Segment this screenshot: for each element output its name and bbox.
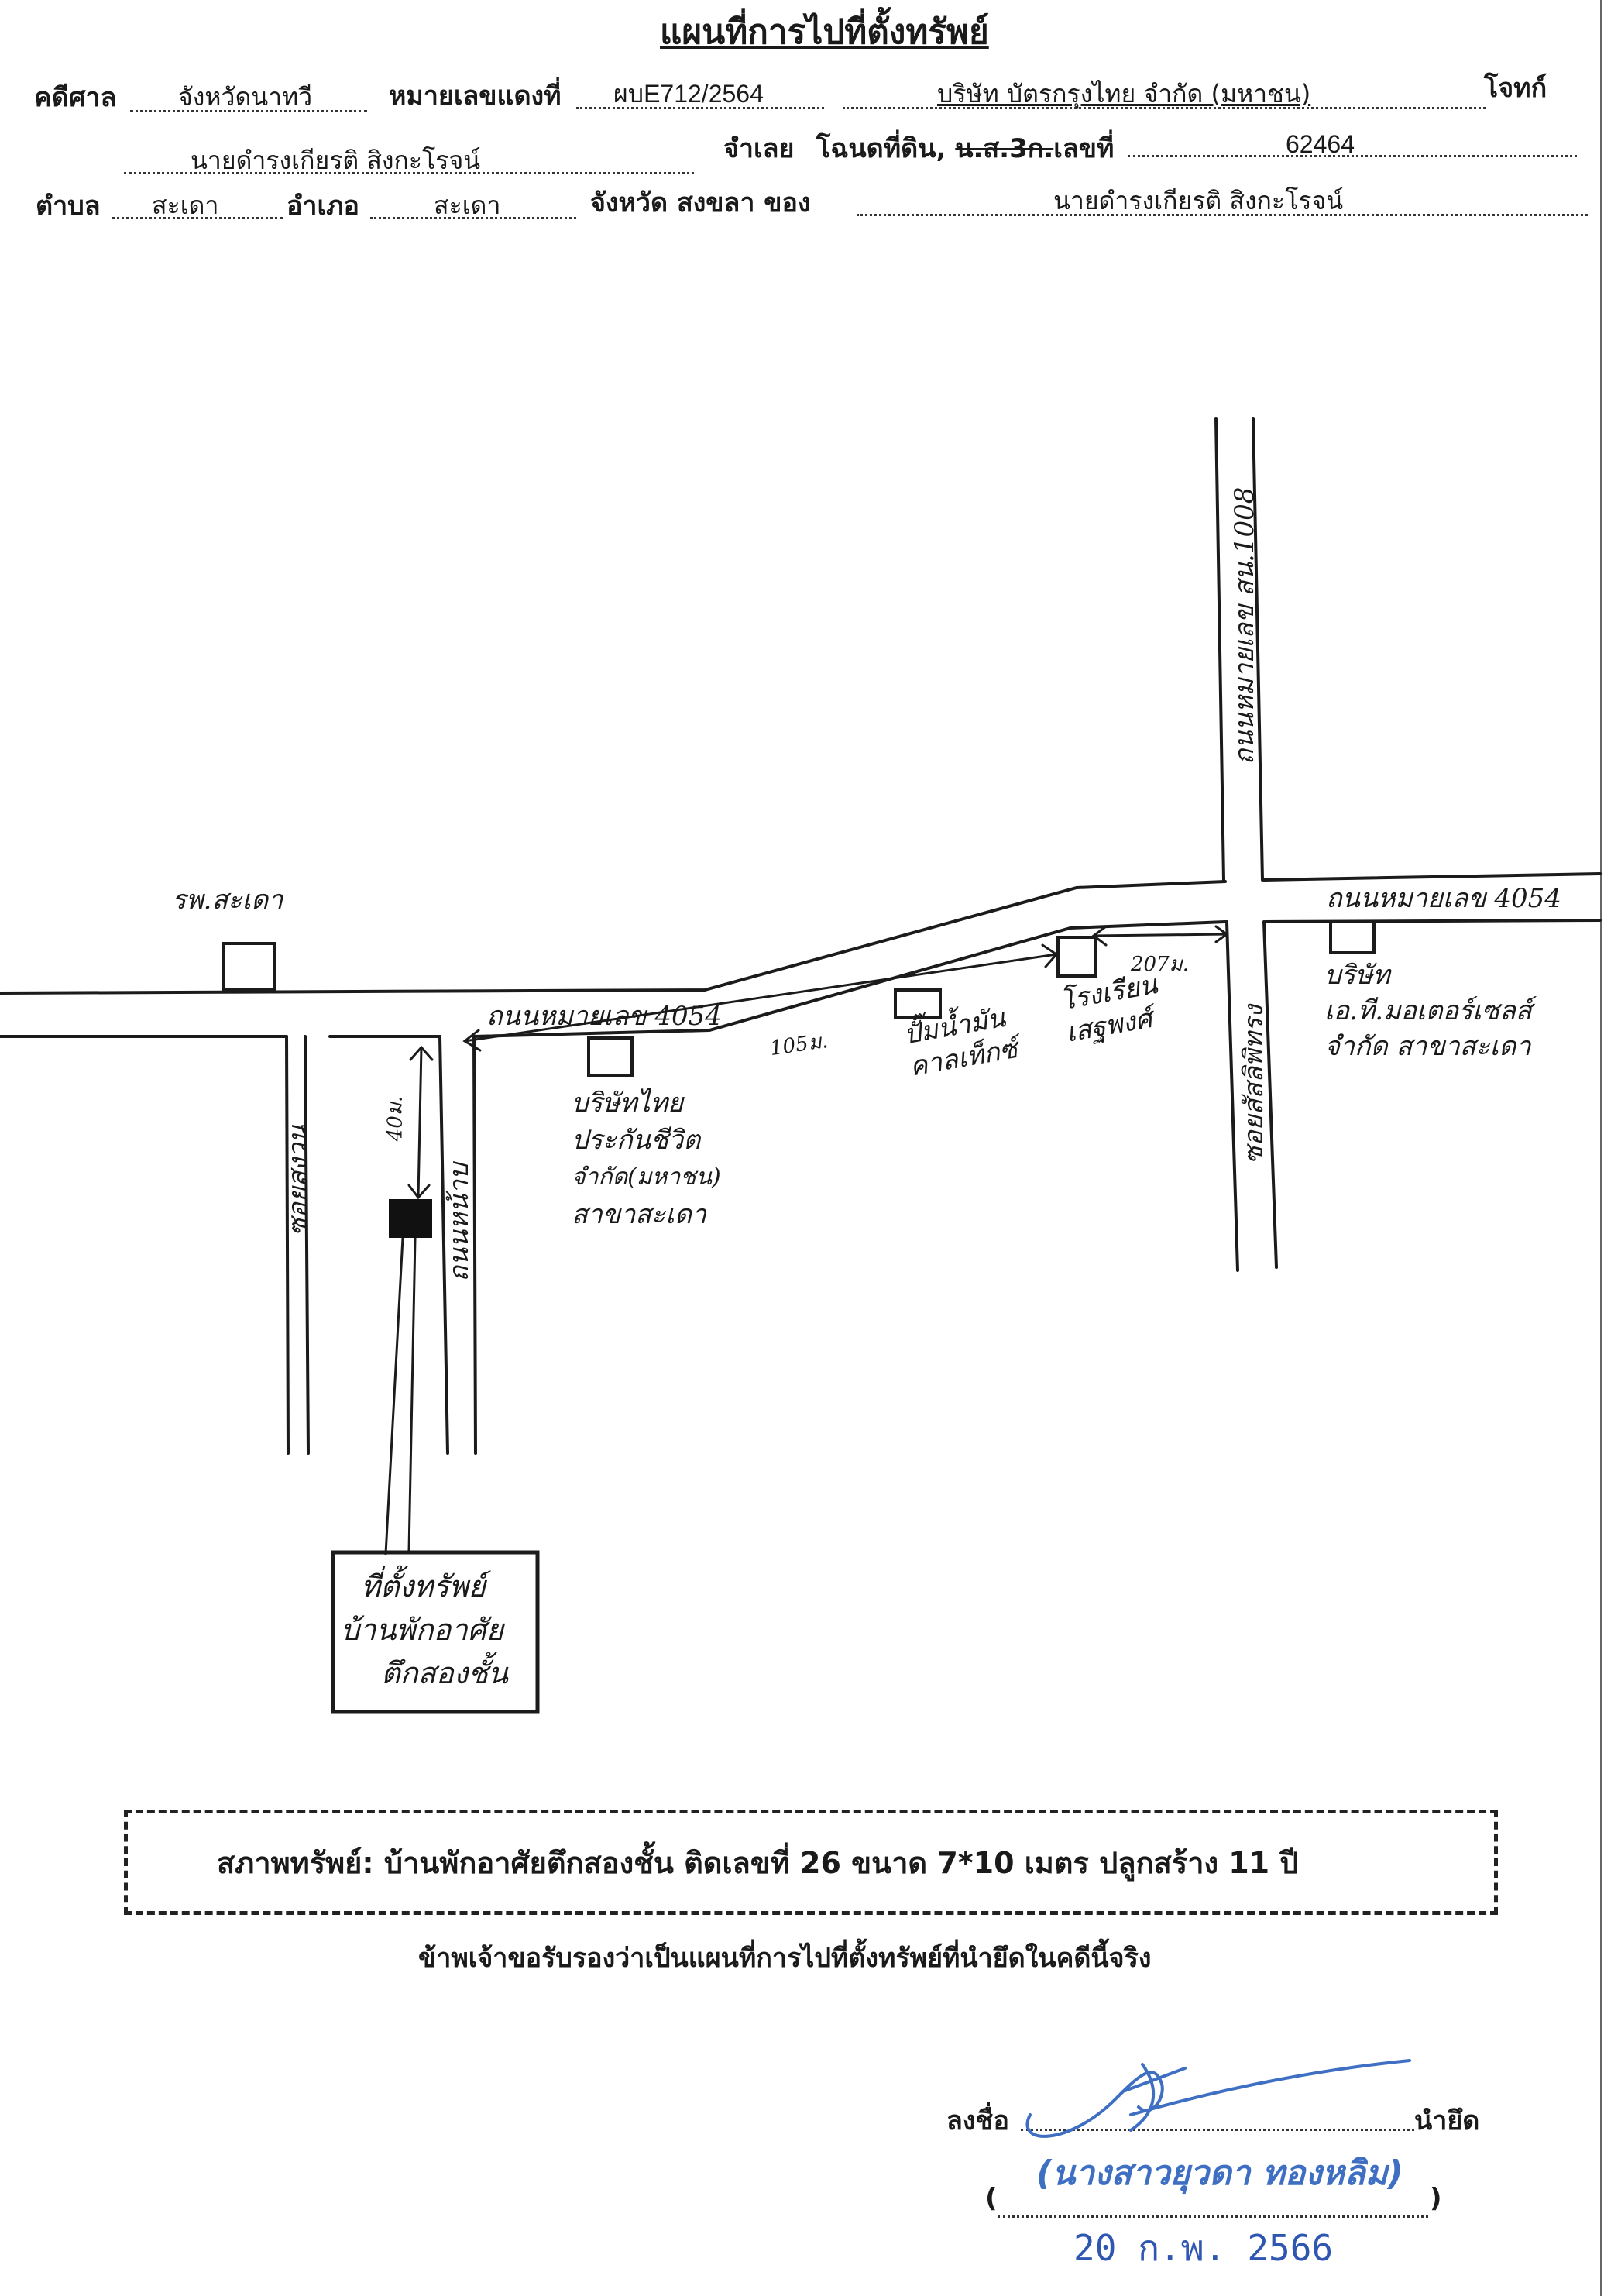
property-label-line-1: ที่ตั้งทรัพย์ <box>361 1569 486 1603</box>
soi-right-label: ซอยสัสลิพิทรง <box>1238 1005 1269 1164</box>
north-road-right-edge <box>1252 417 1264 882</box>
right-distance-label: 207ม. <box>1131 953 1190 976</box>
owner-dotline <box>857 214 1588 216</box>
company-label-line-3: จำกัด สาขาสะเดา <box>1324 1031 1531 1062</box>
condition-box <box>124 1810 1498 1915</box>
company-label-line-1: บริษัท <box>1324 960 1390 991</box>
signature-mark <box>1025 2059 1411 2138</box>
page-title: แผนที่การไปที่ตั้งทรัพย์ <box>660 12 989 52</box>
side-road-label: ถนนหน้าบ <box>444 1163 475 1282</box>
property-box <box>331 1550 540 1714</box>
property-leader-line-b <box>407 1236 417 1552</box>
insurance-label-line-2: ประกันชีวิต <box>572 1125 701 1156</box>
company-label-line-2: เอ.ที.มอเตอร์เซลส์ <box>1324 995 1532 1026</box>
red-case-label: หมายเลขแดงที่ <box>389 81 562 112</box>
paren-close: ) <box>1430 2183 1442 2214</box>
defendant-value: นายดำรงเกียรติ สิงกะโรจน์ <box>191 146 481 175</box>
court-label: คดีศาล <box>34 82 117 113</box>
name-dotline <box>998 2215 1428 2218</box>
court-value: จังหวัดนาทวี <box>178 82 313 112</box>
main-road-label-right: ถนนหมายเลข 4054 <box>1326 883 1561 914</box>
certification-statement: ข้าพเจ้าขอรับรองว่าเป็นแผนที่การไปที่ตั้… <box>418 1943 1152 1974</box>
vertical-distance-label: 40ม. <box>383 1095 407 1142</box>
north-road-left-edge <box>1214 417 1225 882</box>
right-distance-arrow <box>1091 925 1229 947</box>
hospital-building <box>222 942 276 992</box>
main-road-bottom-edge-right <box>1264 919 1602 923</box>
insurance-label-line-1: บริษัทไทย <box>572 1088 684 1119</box>
district-dotline <box>370 217 576 219</box>
sign-role: นำยึด <box>1414 2105 1480 2136</box>
condition-text: สภาพทรัพย์: บ้านพักอาศัยตึกสองชั้น ติดเล… <box>217 1846 1299 1880</box>
soi-left-right-edge <box>304 1035 310 1455</box>
deed-label: โฉนดที่ดิน, น.ส.3ก.เลขที่ <box>816 127 1114 169</box>
sign-label: ลงชื่อ <box>946 2105 1009 2136</box>
district-value: สะเดา <box>434 191 501 220</box>
paren-open: ( <box>985 2183 998 2214</box>
signature-dotline <box>1021 2129 1414 2131</box>
court-dotline <box>130 110 367 112</box>
plaintiff-value: บริษัท บัตรกรุงไทย จำกัด (มหาชน) <box>937 79 1311 108</box>
form-right-border <box>1600 0 1602 2296</box>
soi-left-left-edge <box>285 1035 290 1455</box>
defendant-label: จำเลย <box>723 133 795 164</box>
insurance-label: บริษัทไทย ประกันชีวิต จำกัด(มหาชน) สาขาส… <box>572 1084 721 1233</box>
insurance-building <box>587 1036 634 1077</box>
plaintiff-label: โจทก์ <box>1484 73 1547 104</box>
gas-station-building <box>894 988 942 1019</box>
road-lines <box>0 417 1602 1714</box>
soi-left-label: ซอยสงวน <box>283 1125 314 1236</box>
soi-right-right-edge <box>1262 920 1278 1269</box>
district-label: อำเภอ <box>287 191 359 222</box>
defendant-dotline <box>124 172 694 174</box>
soi-right-left-edge <box>1225 920 1239 1272</box>
company-building <box>1329 920 1376 954</box>
property-label-line-3: ตึกสองชั้น <box>381 1656 509 1690</box>
main-road-label-left: ถนนหมายเลข 4054 <box>486 1001 722 1032</box>
property-marker <box>389 1199 432 1238</box>
red-case-value: ผบE712/2564 <box>613 80 764 108</box>
company-label: บริษัท เอ.ที.มอเตอร์เซลส์ จำกัด สาขาสะเด… <box>1324 957 1532 1064</box>
deed-label-a: โฉนดที่ดิน, <box>816 133 946 164</box>
insurance-label-line-3: จำกัด(มหาชน) <box>572 1163 721 1191</box>
school-building <box>1056 936 1097 978</box>
subdistrict-value: สะเดา <box>152 191 219 220</box>
deed-dotline <box>1128 155 1577 157</box>
property-label: ที่ตั้งทรัพย์ บ้านพักอาศัย ตึกสองชั้น <box>341 1565 508 1695</box>
property-leader-line-a <box>384 1236 404 1555</box>
main-road-top-edge-right <box>1262 872 1602 882</box>
plaintiff-dotline <box>843 107 1486 109</box>
province-label: จังหวัด สงขลา ของ <box>590 187 811 218</box>
north-road-label: ถนนหมายเลข สน.1008 <box>1229 486 1260 765</box>
hospital-label: รพ.สะเดา <box>172 885 283 916</box>
red-case-dotline <box>576 107 824 109</box>
side-road-left-edge <box>438 1035 449 1455</box>
deed-label-b: เลขที่ <box>1053 133 1115 164</box>
deed-number: 62464 <box>1286 130 1355 158</box>
deed-label-struck: น.ส.3ก. <box>955 133 1054 164</box>
sign-date: 20 ก.พ. 2566 <box>1073 2227 1334 2269</box>
side-road-right-edge <box>472 1035 477 1455</box>
main-road-top-edge <box>0 880 1227 995</box>
owner-value: นายดำรงเกียรติ สิงกะโรจน์ <box>1053 186 1344 215</box>
property-label-line-2: บ้านพักอาศัย <box>341 1613 504 1647</box>
signer-name-stamp: (นางสาวยุวดา ทองหลิม) <box>1036 2153 1403 2193</box>
insurance-label-line-4: สาขาสะเดา <box>572 1199 706 1230</box>
subdistrict-dotline <box>112 217 283 219</box>
vertical-distance-arrow <box>407 1045 434 1200</box>
subdistrict-label: ตำบล <box>36 191 101 222</box>
